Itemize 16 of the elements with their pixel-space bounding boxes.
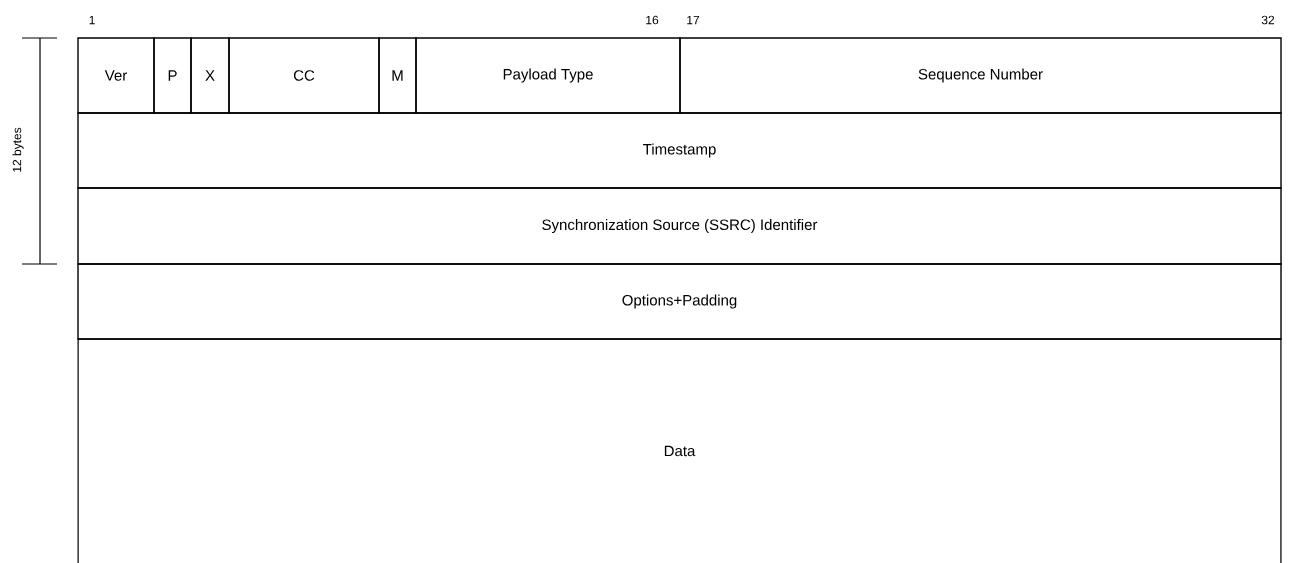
header-field: Timestamp xyxy=(77,112,1282,189)
bit-number: 32 xyxy=(1261,15,1275,25)
header-field: M xyxy=(378,37,417,114)
header-field: Options+Padding xyxy=(77,263,1282,340)
header-field: X xyxy=(190,37,230,114)
header-field: Synchronization Source (SSRC) Identifier xyxy=(77,187,1282,265)
header-field: P xyxy=(153,37,192,114)
header-field: Sequence Number xyxy=(679,37,1282,114)
header-field: Ver xyxy=(77,37,155,114)
bit-number: 1 xyxy=(89,15,95,25)
axis-label: 12 bytes xyxy=(12,127,24,172)
header-field: Payload Type xyxy=(415,37,681,114)
data-field: Data xyxy=(77,338,1282,563)
header-field: CC xyxy=(228,37,380,114)
bit-number: 16 xyxy=(646,15,659,25)
bit-number: 17 xyxy=(687,15,700,25)
